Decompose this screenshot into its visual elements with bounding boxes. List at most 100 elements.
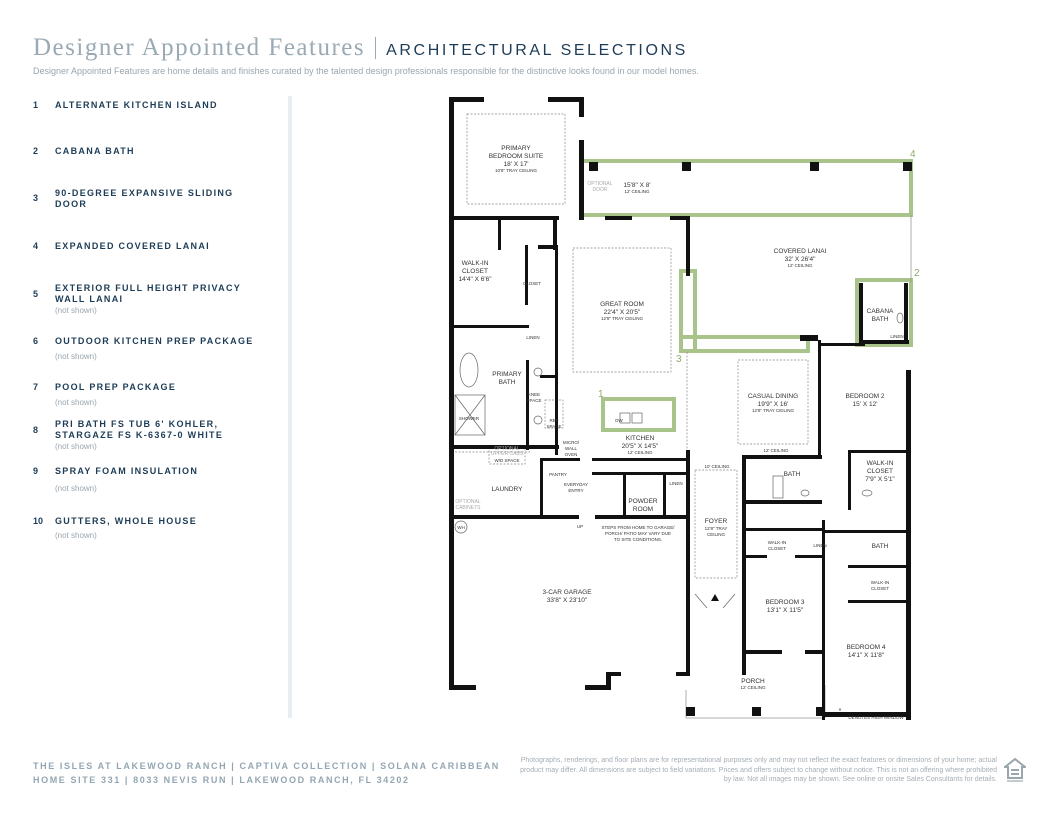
dishwasher-label: DW: [615, 418, 623, 423]
room-ceiling: 12' CEILING: [627, 450, 653, 455]
optional-label: UPPER CABS: [491, 451, 524, 457]
feature-note: (not shown): [55, 531, 97, 540]
room-label: BEDROOM 2: [845, 393, 884, 400]
vertical-divider: [288, 96, 292, 718]
note-text: STEPS FROM HOME TO GARAGE/: [601, 525, 675, 530]
water-heater-icon: [454, 520, 468, 534]
room-label: OVEN: [565, 452, 578, 457]
room-dimensions: 14'4" X 6'6": [458, 276, 492, 283]
sink-icon: [533, 415, 543, 425]
room-label: CLOSET: [462, 268, 488, 275]
room-label: PORCH: [741, 678, 765, 685]
room-label: CASUAL DINING: [748, 393, 798, 400]
sink-icon: [800, 489, 810, 497]
optional-label: OPTIONAL: [587, 181, 613, 187]
room-label: WALK-IN: [768, 540, 787, 545]
feature-number: 10: [33, 516, 44, 526]
room-dimensions: 13'1" X 11'5": [767, 607, 804, 614]
room-ceiling: 12' CEILING: [740, 685, 766, 690]
room-label: 3-CAR GARAGE: [542, 589, 592, 596]
feature-number: 3: [33, 193, 39, 203]
footer-disclaimer: Photographs, renderings, and floor plans…: [520, 757, 997, 783]
water-heater-label: WH: [457, 525, 465, 530]
callout-2: 2: [914, 268, 920, 279]
equal-housing-icon: [1004, 758, 1026, 782]
room-ceiling: 12'8" TRAY: [705, 526, 728, 531]
feature-number: 5: [33, 289, 39, 299]
room-label: PRIMARY: [501, 145, 531, 152]
title-main: Designer Appointed Features: [33, 34, 366, 61]
room-ceiling: 10'8" TRAY CEILING: [495, 168, 537, 173]
room-label: REF: [550, 418, 559, 423]
room-ceiling: 12' CEILING: [763, 448, 789, 453]
page-title: Designer Appointed Features ARCHITECTURA…: [33, 34, 688, 62]
feature-note: (not shown): [55, 398, 97, 407]
room-ceiling: 10' CEILING: [704, 464, 730, 469]
optional-label: DOOR: [593, 187, 608, 193]
room-label: LINEN: [813, 543, 826, 548]
room-label: PANTRY: [549, 472, 567, 477]
room-labels: PRIMARY BEDROOM SUITE 18' X 17' 10'8" TR…: [455, 145, 904, 720]
callout-4: 4: [910, 149, 916, 160]
room-label: KITCHEN: [626, 435, 655, 442]
feature-number: 6: [33, 336, 39, 346]
room-label: CLOSET: [867, 468, 893, 475]
dashed-lines: [455, 113, 809, 579]
room-label: WALK-IN: [867, 460, 894, 467]
room-label: LAUNDRY: [492, 486, 524, 493]
feature-number: 1: [33, 100, 39, 110]
room-dimensions: 20'5" X 14'5": [622, 443, 659, 450]
callout-3: 3: [676, 354, 682, 365]
highlight-sliding-door-horizontal: [679, 335, 810, 353]
room-label: CLOSET: [768, 546, 786, 551]
footer-community: THE ISLES AT LAKEWOOD RANCH | CAPTIVA CO…: [33, 761, 500, 771]
room-label: LINEN: [890, 334, 903, 339]
feature-label: EXPANDED COVERED LANAI: [55, 241, 210, 251]
room-ceiling: CEILING: [707, 532, 726, 537]
feature-label: PRI BATH FS TUB 6' KOHLER, STARGAZE FS K…: [55, 419, 224, 440]
walls: [449, 97, 912, 720]
feature-note: (not shown): [55, 352, 97, 361]
entry-arrow-icon: [711, 594, 719, 601]
room-dimensions: 14'1" X 11'8": [848, 652, 885, 659]
room-label: BATH: [784, 471, 801, 478]
room-label: PRIMARY: [492, 371, 522, 378]
feature-label: ALTERNATE KITCHEN ISLAND: [55, 100, 218, 110]
room-label: BATH: [499, 379, 516, 386]
note-text: PORCH/ PATIO MAY VARY DUE: [605, 531, 671, 536]
room-label: EVERYDAY: [564, 482, 588, 487]
room-label: BEDROOM 3: [765, 599, 804, 606]
room-ceiling: 12'8" TRAY CEILING: [601, 316, 643, 321]
highlight-cabana-bath: [855, 278, 913, 347]
room-label: GREAT ROOM: [600, 301, 644, 308]
room-label: WALK-IN: [871, 580, 890, 585]
room-dimensions: 18' X 17': [504, 161, 529, 168]
feature-label: OUTDOOR KITCHEN PREP PACKAGE: [55, 336, 254, 346]
toilet-icon: [861, 489, 873, 497]
asterisk-icon: *: [839, 708, 842, 715]
note-text: TO SITE CONDITIONS.: [614, 537, 662, 542]
room-label: BEDROOM SUITE: [489, 153, 544, 160]
feature-note: (not shown): [55, 484, 97, 493]
sink-icon: [619, 412, 631, 424]
feature-number: 7: [33, 382, 39, 392]
room-label: BEDROOM 4: [846, 644, 885, 651]
feature-number: 4: [33, 241, 39, 251]
feature-number: 9: [33, 466, 39, 476]
room-label: ROOM: [633, 506, 653, 513]
room-dimensions: 33'8" X 23'10": [547, 597, 588, 604]
feature-note: (not shown): [55, 306, 97, 315]
room-label: CABANA: [867, 308, 894, 315]
room-label: LINEN: [526, 335, 539, 340]
sink-icon: [533, 367, 543, 377]
footer-address: THE ISLES AT LAKEWOOD RANCH | CAPTIVA CO…: [33, 759, 500, 787]
page-subtitle: Designer Appointed Features are home det…: [33, 66, 699, 76]
shower-icon: [454, 394, 486, 436]
title-divider: [375, 37, 377, 59]
feature-number: 2: [33, 146, 39, 156]
footer-homesite: HOME SITE 331 | 8033 NEVIS RUN | LAKEWOO…: [33, 775, 410, 785]
room-dimensions: 15'8" X 8': [623, 182, 650, 189]
stairs-label: UP: [577, 524, 583, 529]
title-section: ARCHITECTURAL SELECTIONS: [386, 42, 688, 59]
